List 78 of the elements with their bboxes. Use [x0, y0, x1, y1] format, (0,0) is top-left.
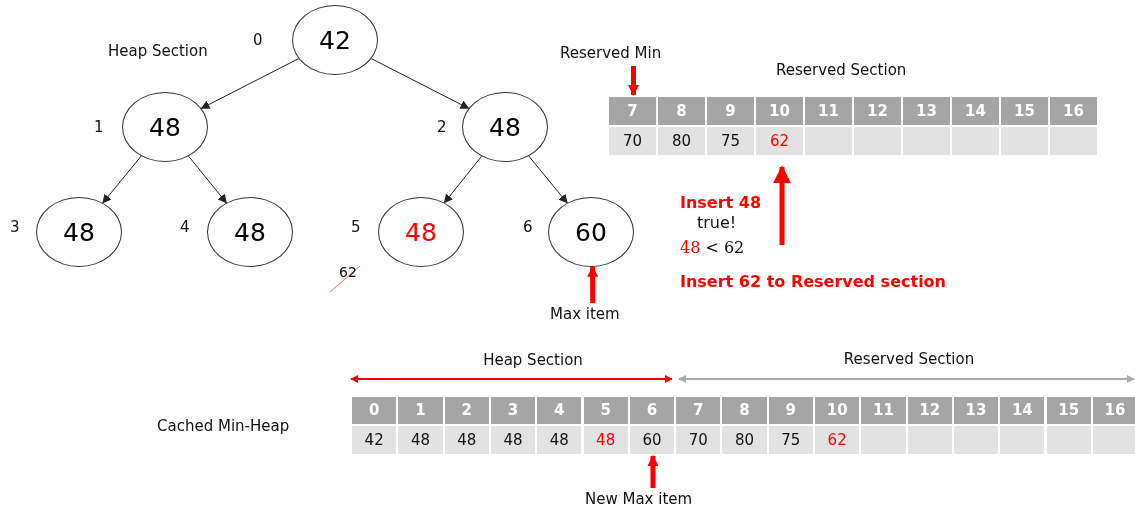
- table-header-cell: 12: [907, 397, 954, 424]
- table-cell: 48: [398, 426, 445, 454]
- table-cell: 42: [352, 426, 399, 454]
- table-cell: 80: [722, 426, 769, 454]
- table-cell: 75: [707, 127, 756, 155]
- index-label: 2: [437, 118, 447, 136]
- table-header-cell: 0: [352, 397, 399, 424]
- arrow: [188, 155, 227, 204]
- index-label: 6: [523, 218, 533, 236]
- table-header-cell: 2: [444, 397, 491, 424]
- arrow: [647, 454, 659, 488]
- table-header-cell: 14: [1000, 397, 1047, 424]
- arrow: [628, 66, 639, 97]
- table-cell: 48: [583, 426, 630, 454]
- table-header-cell: 8: [658, 97, 707, 125]
- arrow: [370, 58, 470, 109]
- table-header-cell: 16: [1092, 397, 1135, 424]
- table-header-cell: 5: [583, 397, 630, 424]
- table-cell: 62: [756, 127, 805, 155]
- table-cell: 75: [768, 426, 815, 454]
- table-header-cell: 15: [1046, 397, 1093, 424]
- table-cell: 70: [676, 426, 723, 454]
- node-value: 48: [149, 112, 181, 142]
- row-label: Cached Min-Heap: [157, 417, 290, 435]
- table-cell: 48: [444, 426, 491, 454]
- comparison-text: 48 < 62: [680, 238, 745, 257]
- table-header-cell: 3: [490, 397, 538, 424]
- section-label: Heap Section: [108, 42, 208, 60]
- section-label: Reserved Section: [843, 350, 975, 368]
- instruction-text: Insert 48: [680, 193, 762, 212]
- table-header-cell: 14: [952, 97, 1001, 125]
- arrow: [528, 155, 568, 204]
- table-header-cell: 1: [398, 397, 445, 424]
- table-cell: 80: [658, 127, 707, 155]
- arrow: [102, 155, 142, 204]
- pointer-label: Reserved Min: [560, 44, 662, 62]
- table-header-cell: 11: [805, 97, 854, 125]
- arrow: [443, 155, 483, 204]
- table-header-cell: 10: [756, 97, 805, 125]
- table-cell: 70: [609, 127, 658, 155]
- table-header-cell: 6: [629, 397, 677, 424]
- pointer-label: New Max item: [585, 490, 693, 508]
- table-header-cell: 8: [722, 397, 769, 424]
- table-header-cell: 4: [537, 397, 584, 424]
- table-header-cell: 10: [815, 397, 862, 424]
- node-value: 60: [575, 217, 607, 247]
- node-value: 48: [405, 217, 437, 247]
- arrow: [200, 58, 300, 109]
- node-value: 42: [319, 25, 351, 55]
- section-label: Heap Section: [483, 351, 583, 369]
- table-header-cell: 7: [609, 97, 658, 125]
- table-cell: 60: [629, 426, 677, 454]
- index-label: 5: [351, 218, 361, 236]
- node-value: 48: [234, 217, 266, 247]
- table-header-cell: 16: [1050, 97, 1099, 125]
- index-label: 1: [94, 118, 104, 136]
- instruction-text: Insert 62 to Reserved section: [680, 272, 946, 291]
- node-value: 48: [489, 112, 521, 142]
- arrow: [587, 265, 599, 303]
- index-label: 3: [10, 218, 20, 236]
- table-cell: 48: [490, 426, 538, 454]
- table-header-cell: 9: [707, 97, 756, 125]
- pointer-label: Max item: [550, 305, 620, 323]
- struck-value: 62: [339, 264, 357, 280]
- index-label: 4: [180, 218, 190, 236]
- index-label: 0: [253, 31, 263, 49]
- table-header-cell: 15: [1001, 97, 1050, 125]
- result-text: true!: [697, 213, 737, 232]
- table-cell: 48: [537, 426, 584, 454]
- table-header-cell: 13: [903, 97, 952, 125]
- table-header-cell: 12: [854, 97, 903, 125]
- table-cell: 62: [815, 426, 862, 454]
- table-header-cell: 13: [953, 397, 1001, 424]
- section-label: Reserved Section: [776, 61, 907, 79]
- node-value: 48: [63, 217, 95, 247]
- table-header-cell: 7: [676, 397, 723, 424]
- table-header-cell: 9: [768, 397, 815, 424]
- table-header-cell: 11: [861, 397, 908, 424]
